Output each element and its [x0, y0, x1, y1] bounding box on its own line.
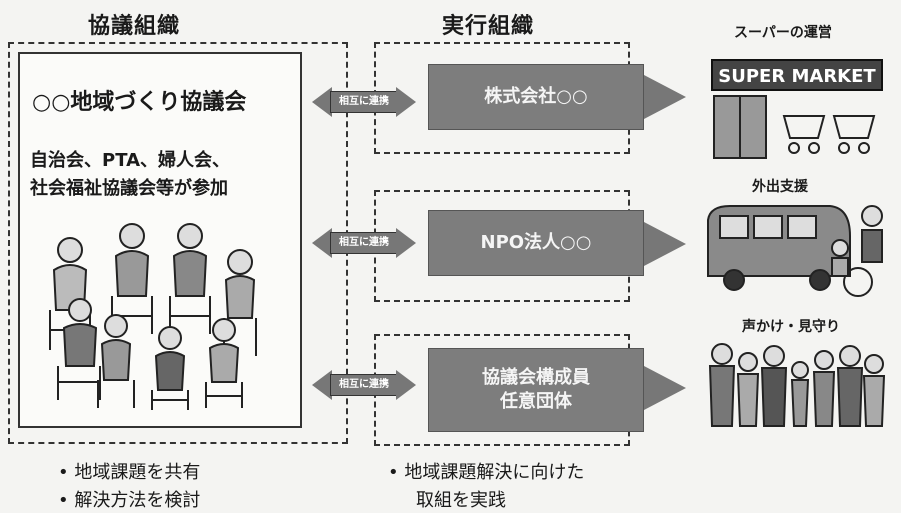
service-label-watch: 声かけ・見守り: [742, 319, 840, 335]
double-arrow-1: 相互に連携: [312, 87, 416, 117]
org-box-company: 株式会社○○: [428, 64, 644, 130]
execution-bullet-1: • 地域課題解決に向けた: [388, 462, 585, 483]
council-bullet-1: • 地域課題を共有: [58, 462, 201, 483]
service-label-supermarket: スーパーの運営: [734, 25, 832, 41]
execution-heading: 実行組織: [442, 14, 535, 39]
meeting-people-illustration: [49, 223, 257, 410]
org-box-voluntary: 協議会構成員 任意団体: [428, 348, 644, 432]
arrow-right-tip: [396, 370, 416, 400]
arrow-right-tip: [396, 87, 416, 117]
council-name: ○○地域づくり協議会: [32, 90, 247, 115]
link-label: 相互に連携: [330, 232, 398, 254]
outing-bus-illustration: [707, 205, 883, 297]
council-bullet-2: • 解決方法を検討: [58, 490, 201, 511]
service-label-outing: 外出支援: [752, 179, 808, 195]
council-participants-line2: 社会福祉協議会等が参加: [30, 178, 228, 199]
arrow-right-tip: [396, 228, 416, 258]
council-heading: 協議組織: [88, 14, 181, 39]
service-arrow-head-3: [644, 366, 686, 410]
service-arrow-head-1: [644, 75, 686, 119]
service-arrow-head-2: [644, 222, 686, 266]
supermarket-illustration: SUPER MARKET: [711, 59, 883, 159]
store-sign-text: SUPER MARKET: [718, 66, 876, 87]
arrow-left-tip: [312, 228, 332, 258]
link-label: 相互に連携: [330, 91, 398, 113]
double-arrow-3: 相互に連携: [312, 370, 416, 400]
double-arrow-2: 相互に連携: [312, 228, 416, 258]
council-participants-line1: 自治会、PTA、婦人会、: [30, 150, 231, 171]
org-box-npo: NPO法人○○: [428, 210, 644, 276]
arrow-left-tip: [312, 87, 332, 117]
org-label: NPO法人○○: [480, 231, 592, 253]
org-label: 協議会構成員: [482, 366, 590, 388]
org-label: 株式会社○○: [484, 85, 588, 107]
link-label: 相互に連携: [330, 374, 398, 396]
execution-bullet-1-cont: 取組を実践: [416, 490, 506, 511]
org-label-sub: 任意団体: [500, 391, 572, 412]
arrow-left-tip: [312, 370, 332, 400]
community-watch-illustration: [708, 343, 886, 427]
